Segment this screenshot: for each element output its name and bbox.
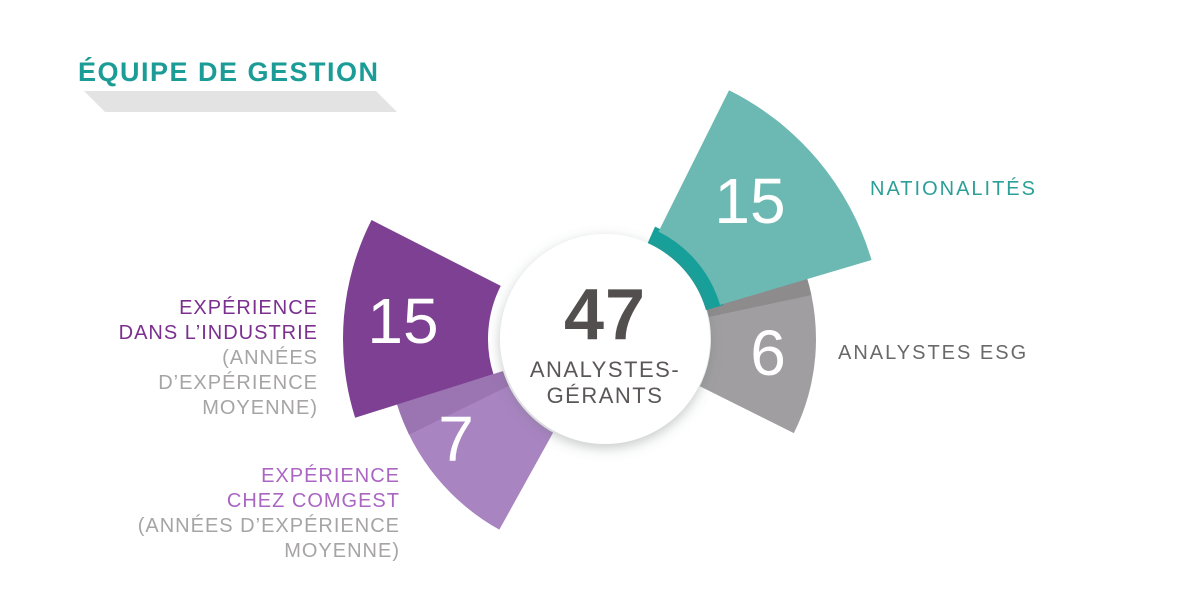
label-industrie-line4: D’EXPÉRIENCE [158, 372, 318, 394]
wedge-nationalites [658, 90, 872, 305]
center-text: 47 ANALYSTES- GÉRANTS [505, 275, 705, 409]
label-industrie-line5: MOYENNE) [202, 397, 318, 419]
center-circle [500, 234, 710, 444]
page-title: ÉQUIPE DE GESTION [78, 57, 380, 87]
label-experience-comgest: EXPÉRIENCE CHEZ COMGEST (ANNÉES D’EXPÉRI… [138, 464, 400, 564]
label-industrie-line2: DANS L’INDUSTRIE [118, 322, 318, 344]
wedge-analystes_esg [699, 277, 816, 434]
label-nationalites: NATIONALITÉS [870, 178, 1037, 200]
center-label-line1: ANALYSTES- [529, 357, 681, 382]
label-comgest-line2: CHEZ COMGEST [226, 490, 400, 512]
wedge-experience_industrie-value: 15 [367, 285, 438, 357]
label-comgest-line3: (ANNÉES D’EXPÉRIENCE [137, 515, 400, 537]
center-value: 47 [563, 275, 647, 355]
wedge-experience_comgest-shadow-band [397, 371, 509, 435]
wedge-analystes_esg-value: 6 [750, 317, 786, 389]
wedge-experience_comgest-value: 7 [438, 403, 474, 475]
wedge-nationalites-accent-arc [647, 226, 724, 311]
center-label-line2: GÉRANTS [546, 383, 664, 408]
label-analystes-esg: ANALYSTES ESG [838, 342, 1029, 364]
label-comgest-line4: MOYENNE) [284, 540, 400, 562]
wedge-experience_industrie [343, 220, 501, 418]
wedge-analystes_esg-shadow-band [706, 277, 812, 317]
label-experience-industrie: EXPÉRIENCE DANS L’INDUSTRIE (ANNÉES D’EX… [119, 296, 318, 421]
wedge-nationalites-value: 15 [714, 165, 785, 237]
label-comgest-line1: EXPÉRIENCE [261, 465, 400, 487]
label-industrie-line3: (ANNÉES [222, 347, 318, 369]
label-industrie-line1: EXPÉRIENCE [179, 297, 318, 319]
wedge-layer [343, 90, 872, 530]
